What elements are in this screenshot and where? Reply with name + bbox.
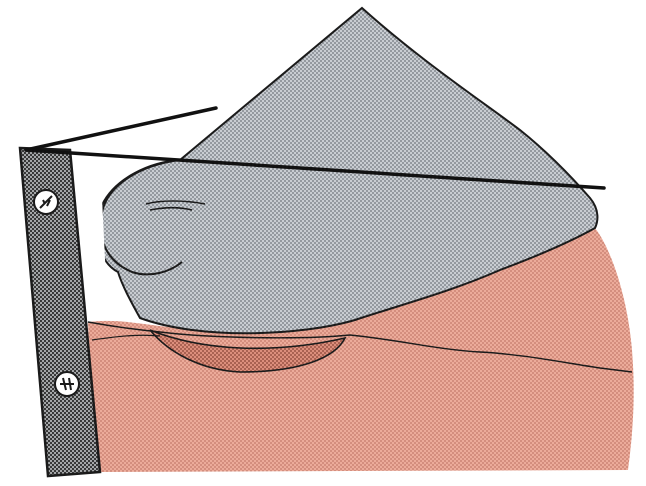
screw-icon	[55, 372, 79, 396]
guide-wire-upper	[26, 108, 216, 150]
screw-icon	[34, 190, 58, 214]
